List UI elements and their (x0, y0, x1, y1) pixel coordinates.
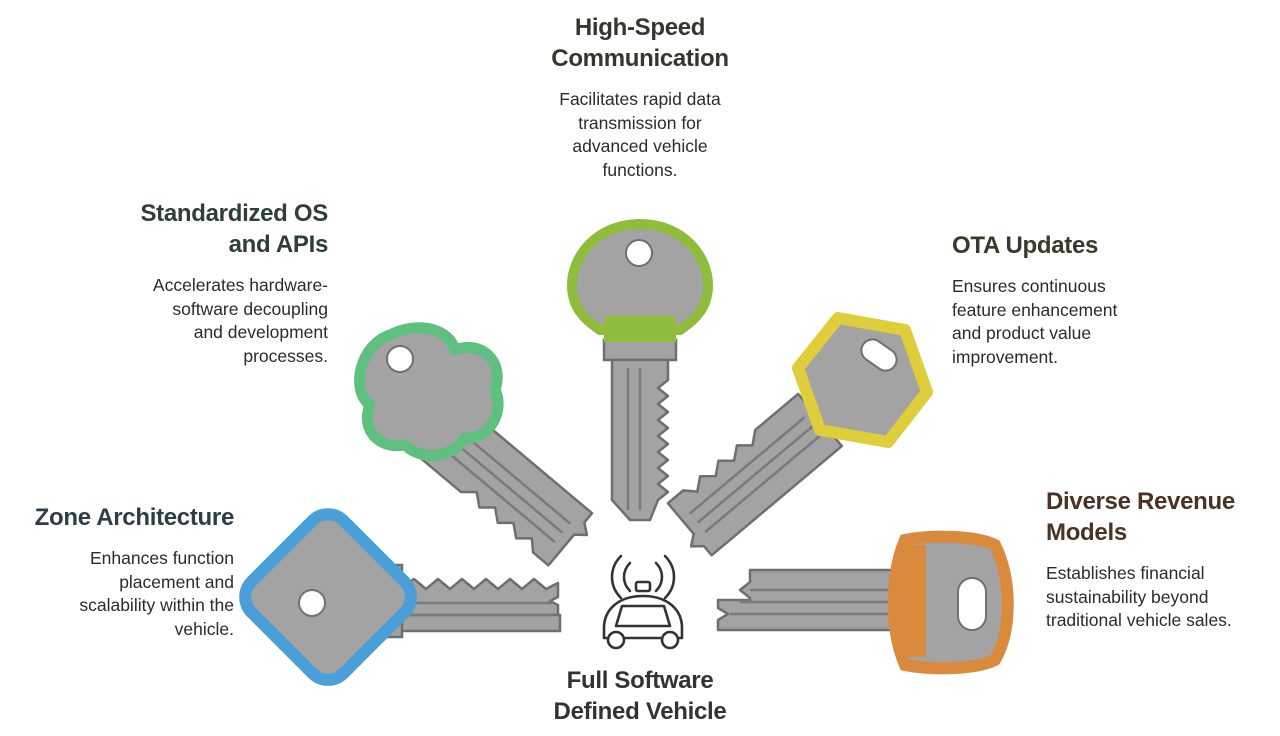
zone-block: Zone Architecture Enhances function plac… (14, 502, 235, 641)
center-block: Full Software Defined Vehicle (520, 665, 760, 727)
center-title-line2: Defined Vehicle (553, 698, 727, 725)
standardized-title: Standardized OS and APIs (96, 198, 328, 260)
desc-line: Ensures continuous (952, 276, 1106, 296)
desc-line: transmission for (578, 112, 702, 133)
high-speed-title-line1: High-Speed (574, 14, 706, 41)
desc-line: scalability within the (79, 595, 234, 615)
lime-key-icon (566, 218, 714, 522)
revenue-title-line1: Diverse Revenue (1046, 488, 1235, 515)
desc-line: and product value (952, 323, 1092, 343)
standardized-title-line2: and APIs (228, 231, 329, 258)
desc-line: Facilitates rapid data (559, 89, 721, 109)
revenue-title-line2: Models (1046, 519, 1127, 546)
desc-line: Enhances function (90, 548, 234, 568)
high-speed-desc: Facilitates rapid data transmission for … (520, 88, 760, 182)
desc-line: improvement. (952, 346, 1059, 367)
zone-desc: Enhances function placement and scalabil… (14, 547, 234, 641)
desc-line: feature enhancement (952, 299, 1118, 320)
desc-line: sustainability beyond (1046, 586, 1209, 607)
high-speed-block: High-Speed Communication Facilitates rap… (520, 12, 760, 182)
ota-title-line1: OTA Updates (952, 232, 1099, 259)
revenue-desc: Establishes financial sustainability bey… (1046, 562, 1274, 633)
desc-line: software decoupling (172, 298, 328, 319)
desc-line: processes. (243, 345, 328, 366)
ota-block: OTA Updates Ensures continuous feature e… (952, 230, 1192, 369)
orange-key-icon (716, 530, 1014, 675)
high-speed-title-line2: Communication (551, 45, 729, 72)
autonomous-car-icon (602, 554, 684, 650)
standardized-title-line1: Standardized OS (140, 200, 328, 227)
yellow-key-icon (666, 312, 933, 557)
revenue-block: Diverse Revenue Models Establishes finan… (1046, 486, 1274, 633)
standardized-block: Standardized OS and APIs Accelerates har… (96, 198, 328, 368)
zone-title-line1: Zone Architecture (34, 504, 235, 531)
desc-line: placement and (119, 571, 234, 592)
desc-line: Accelerates hardware- (152, 275, 328, 295)
center-title-line1: Full Software (566, 667, 714, 694)
blue-key-icon (239, 508, 562, 686)
zone-title: Zone Architecture (14, 502, 235, 533)
standardized-desc: Accelerates hardware- software decouplin… (96, 274, 328, 368)
revenue-title: Diverse Revenue Models (1046, 486, 1274, 548)
green-key-icon (354, 322, 594, 567)
high-speed-title: High-Speed Communication (520, 12, 760, 74)
desc-line: and development (193, 322, 328, 342)
desc-line: traditional vehicle sales. (1046, 610, 1232, 630)
desc-line: advanced vehicle (572, 136, 708, 156)
desc-line: vehicle. (174, 618, 234, 639)
ota-desc: Ensures continuous feature enhancement a… (952, 275, 1192, 369)
ota-title: OTA Updates (952, 230, 1192, 261)
desc-line: Establishes financial (1046, 563, 1205, 583)
center-title: Full Software Defined Vehicle (520, 665, 760, 727)
desc-line: functions. (602, 159, 678, 180)
